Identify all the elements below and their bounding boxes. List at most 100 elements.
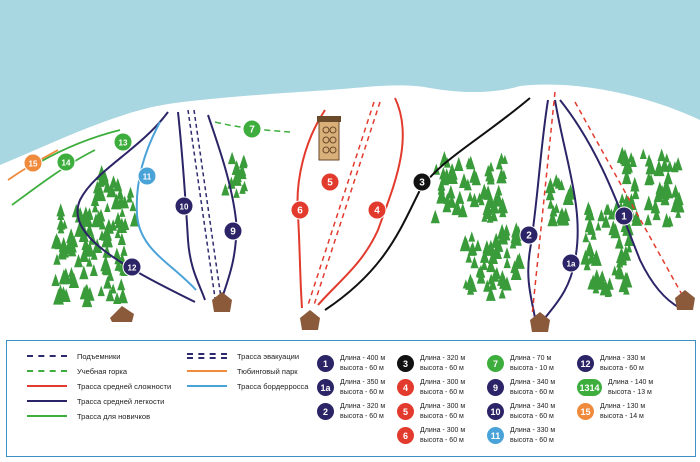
run-badge: 11 [487,427,504,444]
legend-item: Трасса эвакуации [187,349,299,363]
tree-icon [673,157,683,171]
tree-icon [488,243,495,253]
tree-icon [605,277,614,290]
run-length: Длина - 400 м [340,355,386,362]
tree-icon [495,239,504,252]
legend-label: Трасса эвакуации [237,351,300,361]
run-marker-label: 14 [62,159,71,168]
tree-icon [117,278,126,291]
tree-icon [545,177,556,194]
tree-icon [503,247,511,259]
tree-icon [621,169,632,185]
tree-icon [497,269,508,286]
run-marker-14: 14 [56,152,76,172]
run-1a [544,99,579,319]
tree-icon [586,216,594,227]
tree-icon [496,167,507,184]
run-length: Длина - 130 м [600,403,646,410]
run-10 [177,111,206,301]
tree-icon [126,192,133,203]
tree-icon [604,285,613,297]
run-9 [207,114,238,299]
tubing-tower-icon [317,116,341,161]
run-marker-label: 5 [327,178,333,189]
run-badge: 5 [397,403,414,420]
run-height: высота - 13 м [608,388,652,396]
run-marker-label: 7 [249,125,255,136]
tree-icon [500,169,508,180]
run-badge: 9 [487,379,504,396]
run-marker-1: 1 [614,206,634,226]
tree-icon [595,221,602,231]
tree-icon [496,223,508,240]
tree-icon [627,193,636,205]
tree-icon [126,186,135,198]
tree-icon [119,207,126,217]
run-badge: 2 [317,403,334,420]
run-length: Длина - 330 м [600,355,646,362]
tree-icon [565,184,576,200]
tree-icon [621,193,632,209]
tree-icon [617,251,628,266]
tree-icon [511,222,522,238]
tree-icon [465,157,473,168]
tree-icon [221,183,230,196]
tree-icon [470,256,479,269]
tree-icon [96,186,103,197]
run-badge: 1 [317,355,334,372]
tree-icon [657,148,666,162]
tree-icon [499,206,507,218]
tree-icon [631,187,640,200]
tree-icon [589,274,597,286]
tree-icon [110,193,122,210]
tree-icon [101,231,113,248]
run-marker-5: 5 [320,172,340,192]
tree-icon [671,184,680,198]
tree-icon [68,267,75,278]
run-marker-7: 7 [242,119,262,139]
lodge-icon [110,306,134,322]
tree-icon [113,177,123,192]
legend-item: Трасса для новичков [27,409,150,423]
tree-icon [510,263,522,281]
tree-icon [584,205,595,221]
tree-icon [91,202,99,213]
run-marker-label: 11 [143,173,152,182]
tree-icon [233,188,240,198]
snow-slope [0,84,700,340]
tree-icon [462,279,469,289]
legend-line-sample [27,400,67,402]
tree-icon [486,286,496,301]
legend-label: Подъемники [77,351,121,361]
run-marker-4: 4 [367,200,387,220]
tree-icon [227,151,237,165]
run-badge: 3 [397,355,414,372]
legend-label: Учебная горка [77,366,128,376]
tree-icon [644,153,654,167]
run-1 [559,99,681,309]
tree-icon [70,235,79,248]
tree-icon [653,188,663,203]
tree-icon [67,272,76,285]
tree-icon [454,156,464,172]
tree-icon [583,259,591,271]
tree-icon [67,240,74,251]
run-marker-11: 11 [137,166,157,186]
tree-icon [552,174,561,187]
run-height: высота - 60 м [510,412,554,420]
tree-icon [611,265,619,276]
tree-icon [233,168,242,183]
tree-icon [652,207,661,221]
tree-icon [462,237,471,249]
tree-icon [109,283,117,294]
tree-icon [479,189,487,199]
